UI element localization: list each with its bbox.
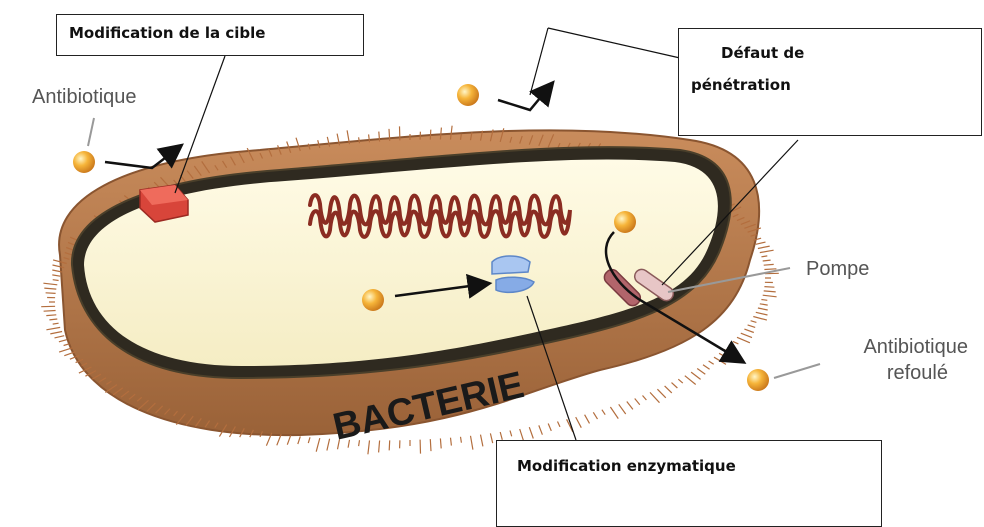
expelled-antibiotic-line2: refoulé: [820, 360, 968, 386]
antibiotic-sphere-inside: [614, 211, 636, 233]
penetration-defect-box: Défaut de pénétration: [678, 28, 982, 136]
penetration-defect-line2: pénétration: [691, 69, 981, 101]
antibiotic-sphere-expelled: [747, 369, 769, 391]
arrow-penetration: [498, 86, 550, 110]
pump-label: Pompe: [806, 258, 869, 281]
target-modification-box: Modification de la cible: [56, 14, 364, 56]
target-modification-label: Modification de la cible: [69, 24, 265, 42]
antibiotic-sphere-enzyme: [362, 289, 384, 311]
penetration-defect-line1: Défaut de: [691, 37, 981, 69]
antibiotic-sphere-top: [457, 84, 479, 106]
expelled-antibiotic-label: Antibiotique refoulé: [820, 334, 968, 386]
antibiotic-sphere-left: [73, 151, 95, 173]
expelled-antibiotic-line1: Antibiotique: [820, 334, 968, 360]
enzymatic-modification-box: Modification enzymatique: [496, 440, 882, 527]
antibiotic-label: Antibiotique: [32, 86, 137, 109]
enzymatic-modification-label: Modification enzymatique: [517, 457, 736, 475]
